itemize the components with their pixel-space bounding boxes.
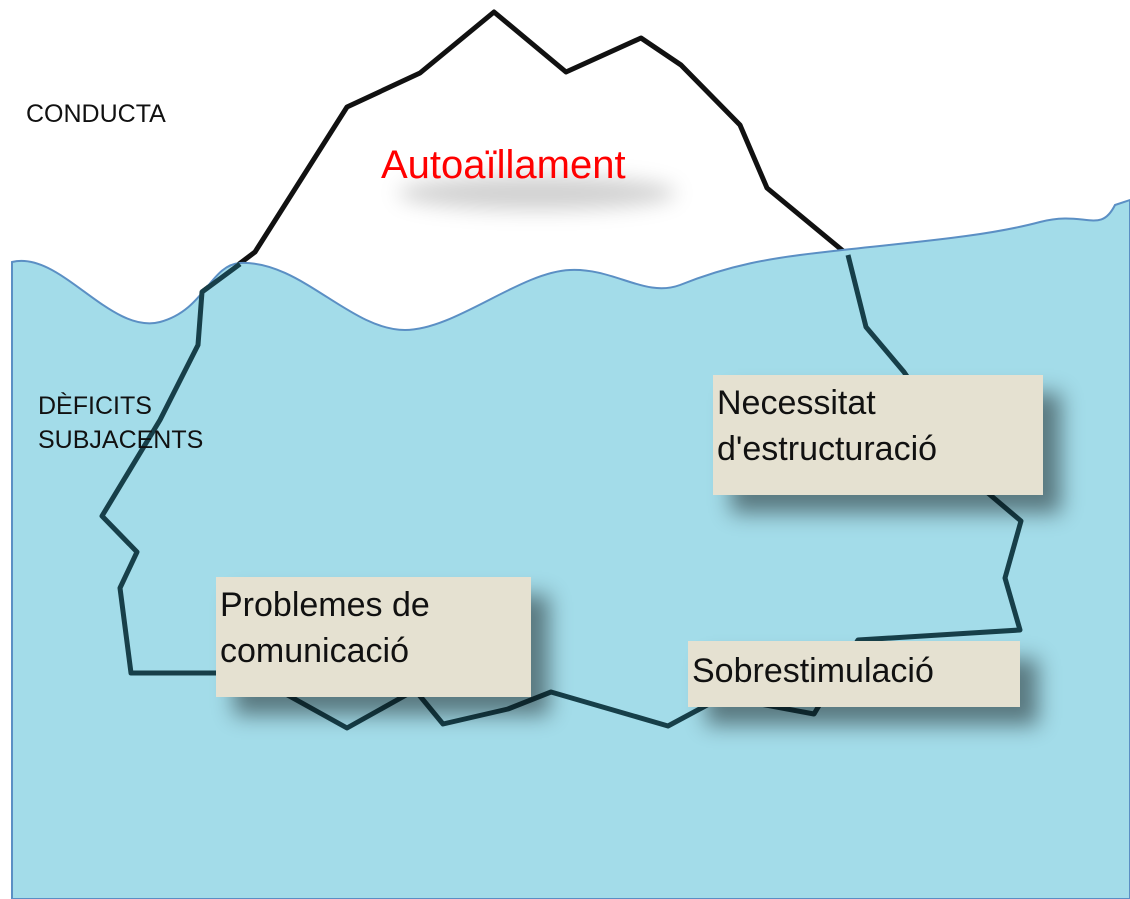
underlying-label-line-2: SUBJACENTS (38, 425, 204, 454)
surface-label: CONDUCTA (26, 100, 166, 128)
deficit-box-communication: Problemes de comunicació (216, 577, 531, 697)
underlying-label-line-1: DÈFICITS (38, 392, 152, 420)
deficit-box-line: Necessitat (717, 384, 876, 422)
deficit-box-structure: Necessitat d'estructuració (713, 375, 1043, 495)
deficit-box-line: Sobrestimulació (692, 652, 934, 690)
deficit-box-line: comunicació (220, 631, 409, 670)
behavior-shadow (398, 176, 676, 210)
behavior-label: Autoaïllament (381, 143, 626, 187)
deficit-box-line: Problemes de (220, 586, 430, 624)
deficit-box-overstimulation: Sobrestimulació (688, 641, 1020, 707)
iceberg-body-outline (99, 254, 1024, 731)
iceberg-tip-outline (200, 9, 850, 294)
underlying-label: DÈFICITS SUBJACENTS (38, 390, 203, 458)
deficit-box-line: d'estructuració (717, 429, 938, 468)
water (11, 198, 1130, 899)
